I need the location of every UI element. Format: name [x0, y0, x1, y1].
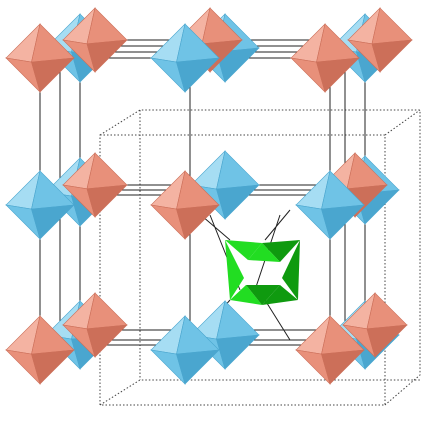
salmon-octahedron	[62, 7, 128, 74]
octahedron-face	[371, 39, 413, 73]
cluster-face-top-right	[262, 240, 300, 262]
blue-octahedron	[5, 170, 75, 241]
octahedron-face	[366, 324, 408, 358]
octahedron-face	[86, 184, 128, 218]
salmon-octahedron	[295, 315, 365, 386]
octahedron-face	[86, 324, 128, 358]
salmon-octahedron	[347, 7, 413, 74]
cluster-face-top-left	[225, 240, 262, 260]
cluster-face-left	[225, 240, 244, 300]
salmon-octahedron	[62, 152, 128, 219]
cluster-face-right	[282, 240, 300, 300]
unit-cell-edges	[99, 109, 421, 406]
octahedron-face	[31, 349, 75, 385]
octahedron-face	[31, 204, 75, 240]
octahedron-face	[176, 349, 220, 385]
salmon-octahedron	[5, 315, 75, 386]
octahedron-face	[216, 184, 260, 220]
salmon-octahedron	[62, 292, 128, 359]
cluster-face-inner-top	[248, 243, 280, 262]
unit-cell-outline	[99, 109, 421, 406]
octahedron-face	[316, 57, 360, 93]
salmon-octahedron	[150, 170, 220, 241]
blue-octahedron	[150, 23, 220, 94]
octahedron-face	[86, 39, 128, 73]
salmon-octahedron	[5, 23, 75, 94]
salmon-octahedron	[342, 292, 408, 359]
cluster-face-bottom-right	[262, 285, 298, 305]
blue-octahedron	[295, 170, 365, 241]
cluster-face-bottom-left	[230, 285, 262, 305]
octahedra-layer	[5, 7, 413, 386]
central-cluster	[225, 240, 300, 305]
octahedron-face	[216, 47, 260, 83]
octahedron-face	[321, 204, 365, 240]
octahedron-face	[31, 57, 75, 93]
octahedron-face	[176, 204, 220, 240]
cluster-face-inner-bottom	[246, 285, 280, 305]
octahedron-face	[321, 349, 365, 385]
octahedron-face	[216, 334, 260, 370]
octahedron-face	[176, 57, 220, 93]
blue-octahedron	[150, 315, 220, 386]
salmon-octahedron	[290, 23, 360, 94]
